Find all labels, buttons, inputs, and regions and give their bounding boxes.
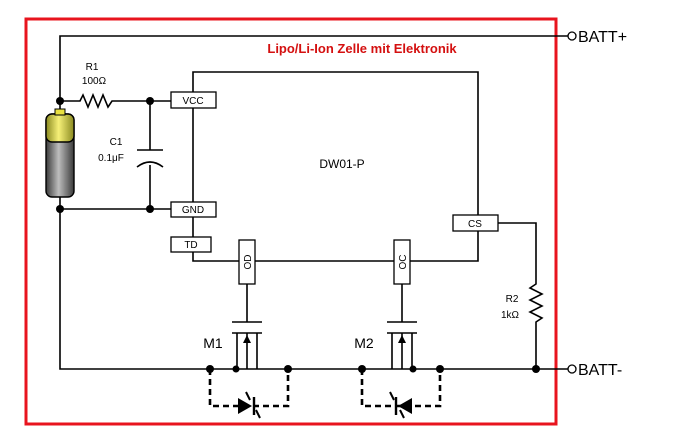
- r2-value: 1kΩ: [501, 310, 520, 321]
- terminal-batt-minus: [567, 364, 577, 374]
- batt-plus-label: BATT+: [578, 29, 627, 46]
- r1-value: 100Ω: [82, 76, 107, 87]
- batt-minus-label: BATT-: [578, 362, 622, 379]
- junction-dot: [409, 365, 417, 373]
- package-frame: [24, 17, 558, 426]
- pin-vcc-label: VCC: [182, 96, 203, 107]
- chip-outline-bottom: [192, 217, 479, 262]
- mosfet-m1: [208, 321, 288, 370]
- c1-plate-bottom: [136, 161, 164, 168]
- pin-gnd: [170, 201, 217, 218]
- junction-dot: [206, 365, 214, 373]
- battery-cell: [45, 108, 75, 198]
- pin-td: [170, 236, 212, 253]
- terminal-batt-plus: [567, 31, 577, 41]
- junction-dot: [56, 97, 64, 105]
- pin-cs-label: CS: [468, 219, 482, 230]
- junction-dot: [284, 365, 292, 373]
- junction-dot: [358, 365, 366, 373]
- junction-dot: [532, 365, 540, 373]
- r2-ref: R2: [506, 294, 519, 305]
- r1-ref: R1: [86, 62, 99, 73]
- junction-dot: [232, 365, 240, 373]
- wire-r1: [60, 92, 171, 110]
- chip-outline: [192, 71, 479, 215]
- wire-r2: [498, 222, 544, 369]
- wire-battery-bottom: [59, 209, 208, 370]
- wire-batt-plus: [59, 35, 568, 101]
- c1-ref: C1: [110, 137, 123, 148]
- pin-td-label: TD: [184, 240, 197, 251]
- junction-dot: [56, 205, 64, 213]
- mosfet-m2: [288, 321, 568, 370]
- c1-value: 0.1μF: [98, 153, 124, 164]
- pin-gnd-label: GND: [182, 205, 204, 216]
- junction-dot: [436, 365, 444, 373]
- junction-dot: [146, 97, 154, 105]
- body-diode-m2: [360, 369, 442, 419]
- junction-dot: [146, 205, 154, 213]
- m1-ref: M1: [203, 335, 223, 351]
- m2-ref: M2: [354, 335, 374, 351]
- pin-vcc: [170, 91, 217, 109]
- pin-od-label: OD: [243, 255, 254, 270]
- pin-oc-label: OC: [398, 255, 409, 270]
- chip-name: DW01-P: [319, 157, 364, 171]
- diagram-title: Lipo/Li-Ion Zelle mit Elektronik: [267, 41, 457, 56]
- body-diode-m1: [208, 369, 290, 419]
